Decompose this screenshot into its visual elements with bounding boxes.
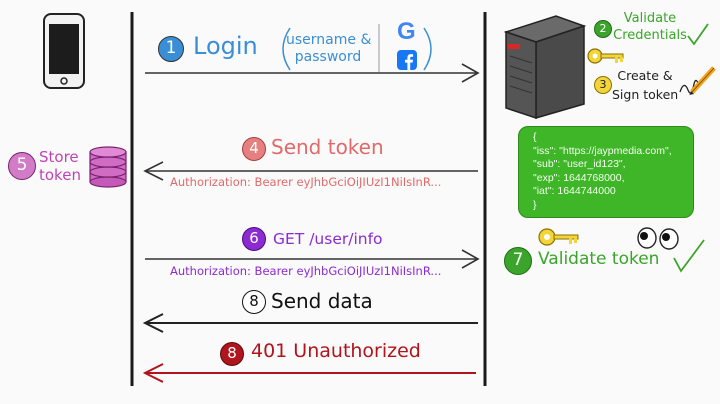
login-methods: username & password [286, 32, 372, 66]
pen-icon [679, 66, 716, 95]
step-8-badge: 8 [242, 290, 266, 314]
login-methods-line1: username & [286, 32, 372, 48]
login-methods-line2: password [294, 49, 362, 65]
create-sign-line2: Sign token [612, 87, 679, 102]
json-iss: "iss": "https://jaypmedia.com", [533, 144, 672, 157]
get-request-header: Authorization: Bearer eyJhbGciOiJIUzI1Ni… [170, 264, 442, 278]
phone-icon [43, 13, 85, 89]
json-iat: "iat": 1644744000 [533, 185, 616, 198]
step-6-badge: 6 [242, 227, 266, 251]
send-token-header: Authorization: Bearer eyJhbGciOiJIUzI1Ni… [170, 175, 442, 189]
get-arrow [145, 249, 480, 269]
unauthorized-label: 401 Unauthorized [251, 340, 421, 362]
validate-token-label: Validate token [538, 249, 660, 269]
step-3-badge: 3 [594, 76, 612, 94]
validate-credentials-line2: Credentials [613, 28, 687, 43]
json-close-brace: } [533, 198, 537, 211]
step-5-badge: 5 [8, 152, 36, 180]
store-token-line1: Store [39, 148, 79, 166]
step-1-badge: 1 [158, 36, 184, 62]
step-4-badge: 4 [242, 137, 266, 161]
send-token-arrow [143, 161, 478, 181]
jwt-payload-box: { "iss": "https://jaypmedia.com", "sub":… [518, 126, 694, 218]
step-2-badge: 2 [594, 20, 612, 38]
json-open-brace: { [533, 131, 537, 143]
google-icon: G [396, 18, 418, 45]
create-sign-label: Create & Sign token [612, 66, 678, 104]
json-sub: "sub": "user_id123", [533, 158, 626, 171]
login-arrow [145, 63, 480, 83]
json-exp: "exp": 1644768000, [533, 171, 625, 184]
get-request-label: GET /user/info [273, 230, 383, 248]
step-8b-badge: 8 [220, 342, 244, 366]
send-token-label: Send token [271, 135, 384, 159]
validate-credentials-label: Validate Credentials [612, 10, 688, 44]
check-icon [687, 23, 709, 46]
store-token-label: Store token [39, 148, 81, 184]
login-label: Login [193, 32, 258, 60]
create-sign-line1: Create & [617, 68, 673, 83]
key-icon [587, 48, 624, 64]
server-icon [503, 15, 587, 120]
key-icon [538, 228, 579, 246]
store-token-line2: token [39, 166, 81, 184]
check-icon [673, 239, 705, 273]
facebook-icon [397, 50, 417, 70]
database-icon [89, 146, 127, 188]
unauthorized-arrow [142, 363, 476, 383]
step-7-badge: 7 [504, 247, 532, 275]
send-data-label: Send data [271, 289, 373, 313]
validate-credentials-line1: Validate [623, 11, 677, 26]
eyes-icon [637, 227, 679, 250]
close-paren [423, 27, 432, 71]
open-paren [282, 27, 291, 71]
send-data-arrow [142, 313, 478, 333]
google-glyph: G [397, 18, 416, 45]
